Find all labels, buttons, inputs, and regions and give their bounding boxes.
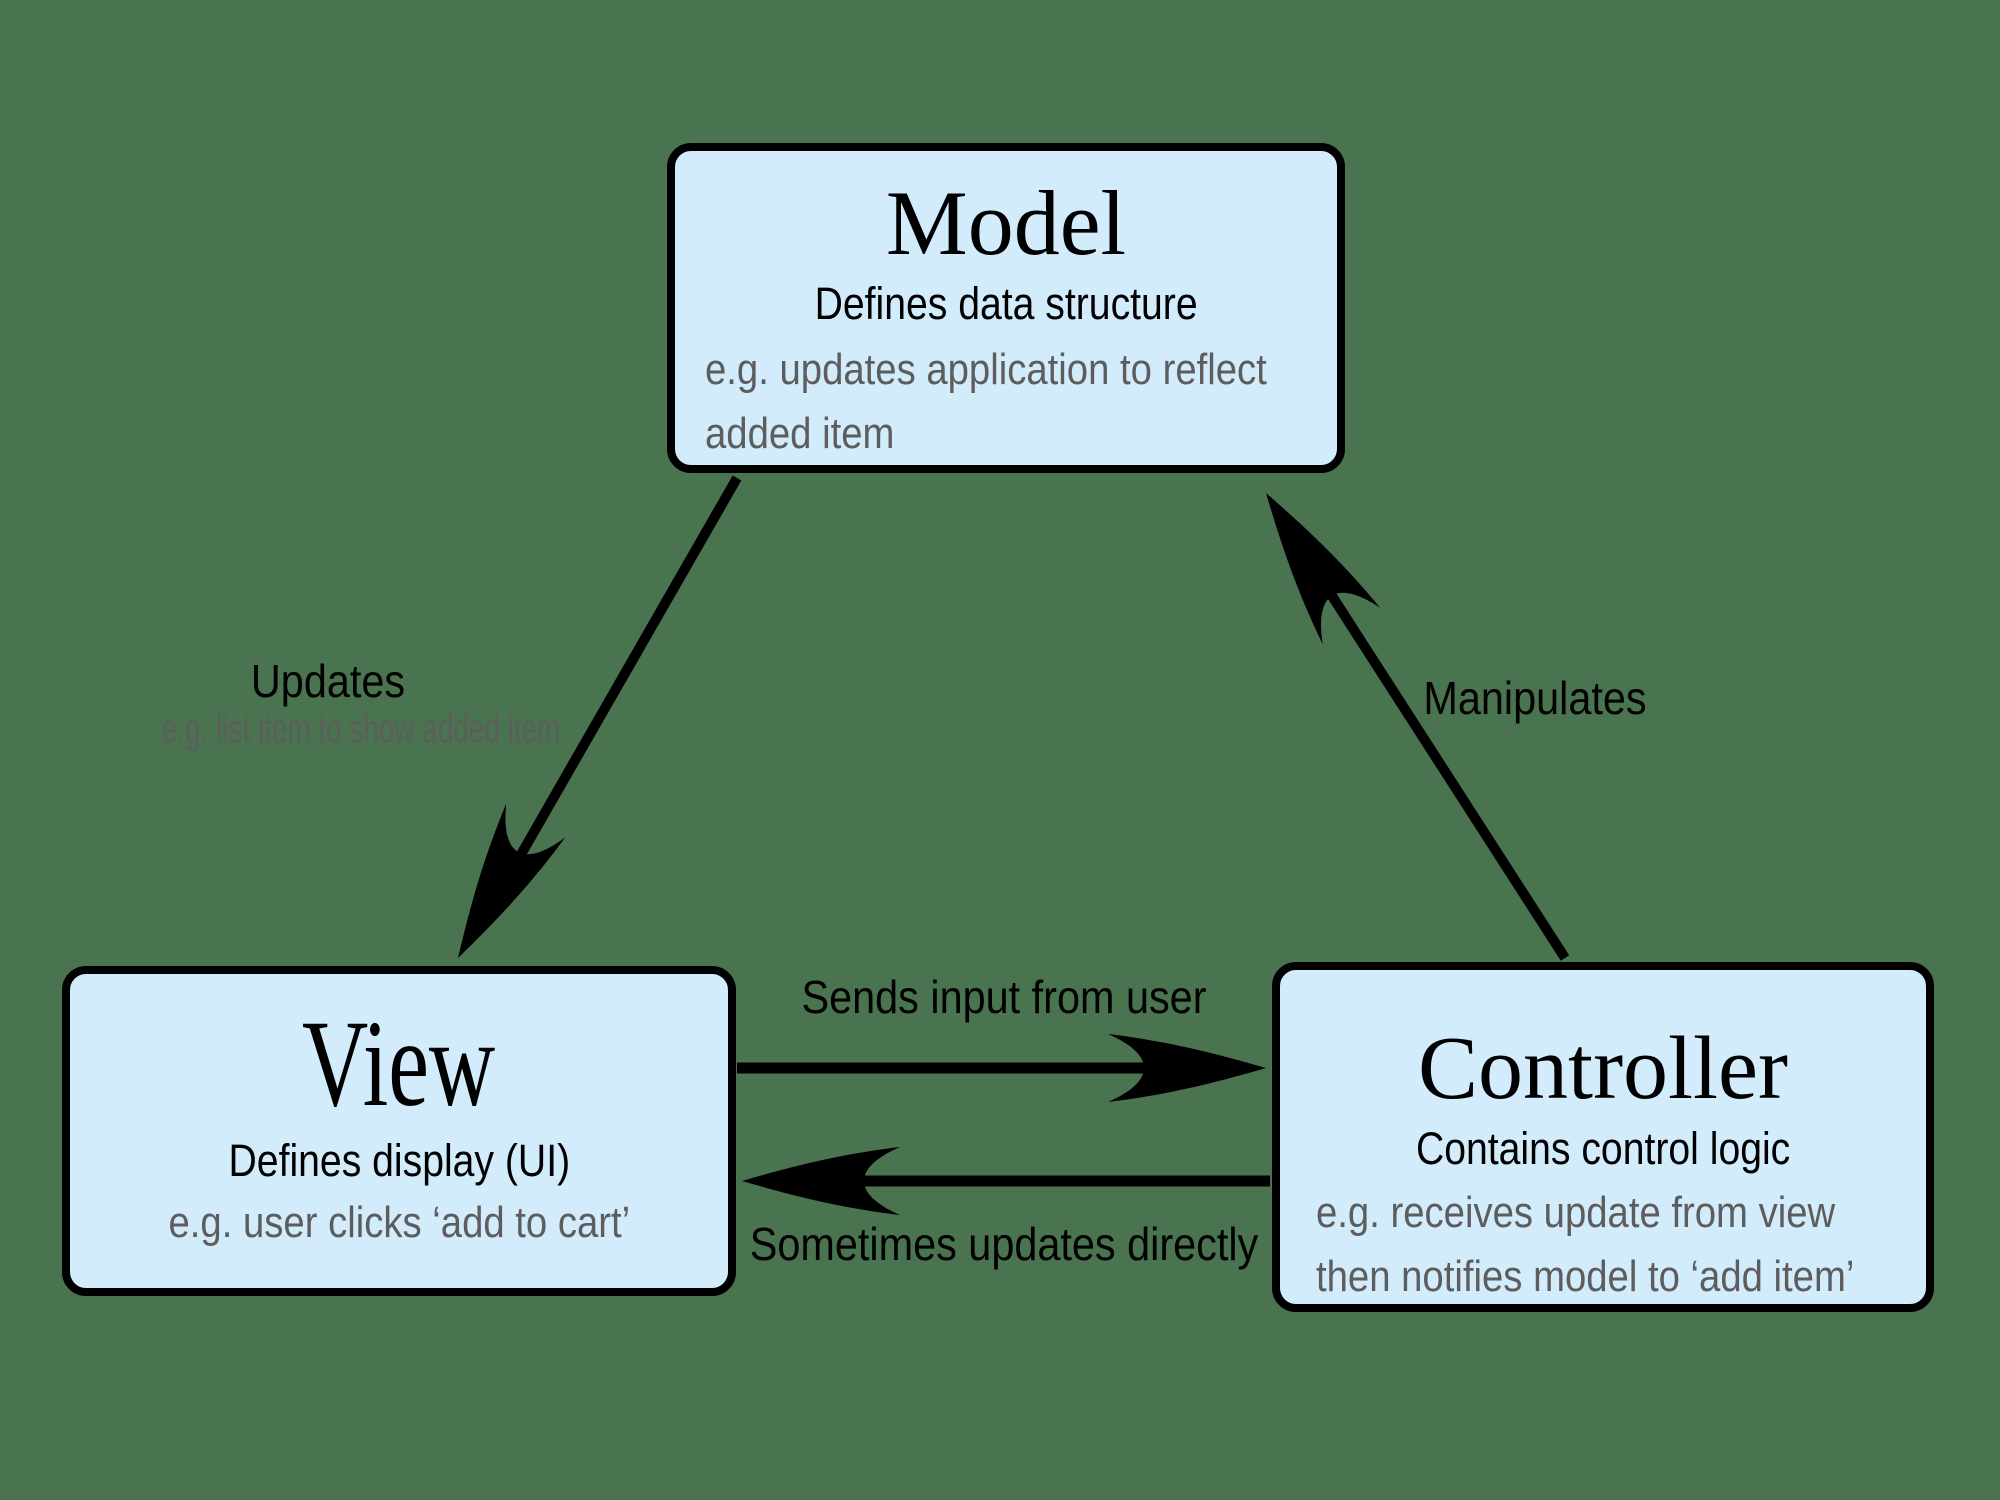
controller-title: Controller (1280, 1024, 1926, 1114)
edge-label-updates: Updates (250, 655, 406, 707)
edge-label-manipulates: Manipulates (1423, 672, 1647, 724)
node-controller: Controller Contains control logic e.g. r… (1272, 962, 1934, 1312)
view-title-text: View (302, 995, 496, 1132)
edge-sublabel-updates: e.g. list item to show added item (161, 705, 561, 752)
view-subtitle: Defines display (UI) (228, 1135, 570, 1186)
arrow-controller-to-model (1237, 474, 1570, 961)
model-title: Model (675, 177, 1337, 269)
arrow-model-to-view (428, 475, 742, 975)
model-title-text: Model (885, 172, 1127, 274)
arrow-controller-to-view (742, 1147, 1270, 1215)
node-model: Model Defines data structure e.g. update… (667, 143, 1345, 473)
controller-example: e.g. receives update from view then noti… (1316, 1187, 1855, 1302)
model-subtitle: Defines data structure (814, 278, 1198, 329)
view-example: e.g. user clicks ‘add to cart’ (168, 1197, 630, 1247)
view-title: View (70, 1002, 728, 1126)
node-view: View Defines display (UI) e.g. user clic… (62, 966, 736, 1296)
edge-label-sometimes-updates: Sometimes updates directly (749, 1218, 1259, 1270)
edge-label-sends-input: Sends input from user (801, 971, 1207, 1023)
model-example: e.g. updates application to reflect adde… (705, 344, 1267, 459)
arrow-view-to-controller (737, 1034, 1266, 1102)
controller-subtitle: Contains control logic (1415, 1123, 1791, 1174)
controller-title-text: Controller (1418, 1019, 1788, 1118)
